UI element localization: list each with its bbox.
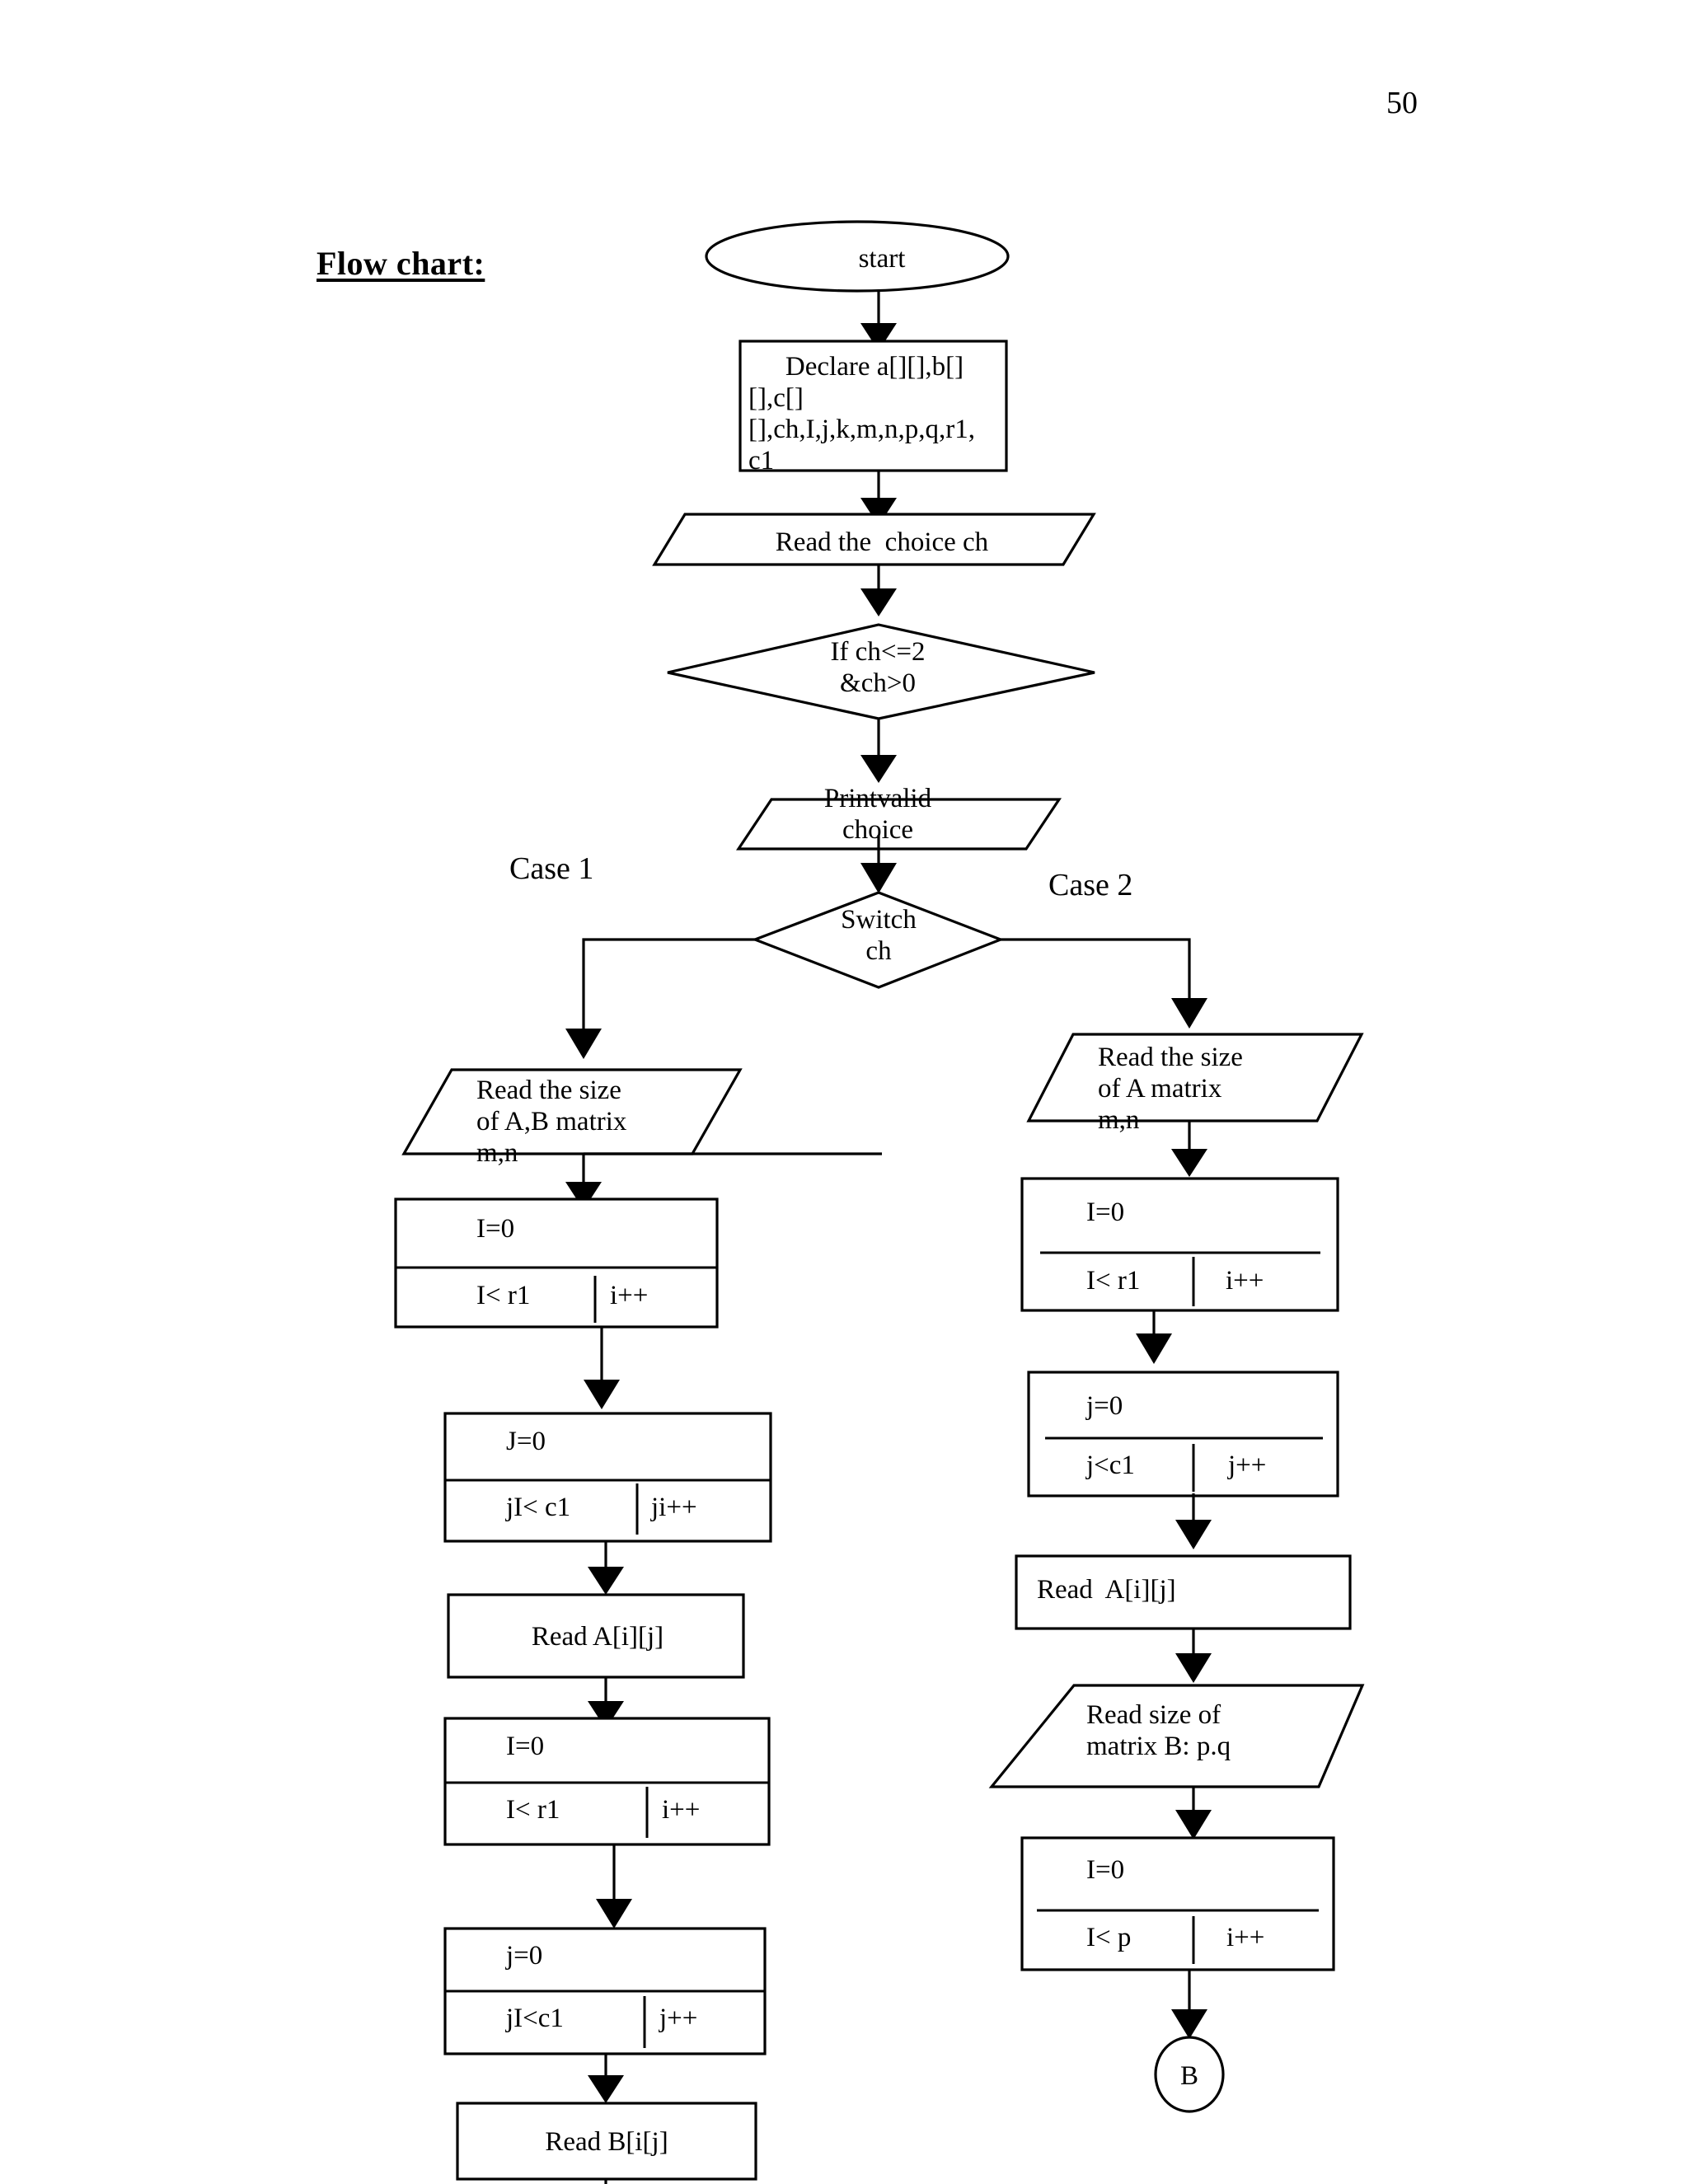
page-title: Flow chart: [316,245,485,282]
arrowhead [565,1182,602,1210]
node-right-loop2-init: j=0 [1086,1391,1123,1421]
node-if-ch-line1: If ch<=2 [830,637,926,667]
node-print-valid-shape [736,798,1062,851]
node-right-loop2-cond: j<c1 [1086,1451,1135,1480]
node-right-read-size-shape [1026,1033,1364,1122]
node-read-choice-shape [652,513,1096,566]
node-left-read-size-line3: m,n [476,1138,518,1168]
node-right-read-size-b-line1: Read size of [1086,1700,1221,1730]
arrowhead [588,2075,624,2103]
arrowhead [588,1567,624,1595]
node-left-loop1-init: I=0 [476,1214,515,1244]
arrowhead [584,1380,620,1409]
arrowhead [860,863,897,893]
node-right-read-size-b-shape [988,1684,1365,1788]
node-left-loop3-step: i++ [662,1795,701,1825]
node-right-loop3-step: i++ [1226,1923,1265,1952]
node-right-read-size-line3: m,n [1098,1105,1140,1135]
arrowhead [860,588,897,616]
node-left-read-b-shape [456,2102,757,2181]
branch-label-case1: Case 1 [509,851,594,886]
node-left-loop4-step: j++ [659,2004,698,2033]
node-right-read-a-shape [1015,1554,1352,1630]
node-right-read-size-b-line2: matrix B: p.q [1086,1732,1231,1761]
branch-label-case2: Case 2 [1048,868,1133,902]
node-right-loop2-step: j++ [1228,1451,1267,1480]
node-declare-line4: c1 [748,446,775,476]
arrowhead [1171,998,1207,1029]
node-right-loop1-step: i++ [1226,1266,1264,1296]
page-number: 50 [1386,86,1418,120]
node-left-read-b-label: Read B[i[j] [545,2127,668,2157]
node-left-read-size-line1: Read the size [476,1076,621,1105]
arrowhead [596,1899,632,1929]
node-left-loop4-cond: jI<c1 [506,2004,564,2033]
node-print-valid-line2: choice [842,815,914,845]
node-left-loop2-init: J=0 [506,1427,546,1456]
arrowhead [1175,1520,1212,1549]
node-left-loop2-cond: jI< c1 [506,1493,571,1522]
node-left-loop2-shape [443,1412,772,1543]
node-left-loop1-cond: I< r1 [476,1281,531,1310]
node-right-read-a-label: Read A[i][j] [1037,1575,1176,1605]
node-right-loop3-shape [1020,1836,1335,1971]
node-declare-shape [738,340,1008,472]
arrowhead [860,323,897,351]
node-print-valid-line1: Printvalid [823,784,932,813]
node-right-loop1-shape [1020,1177,1339,1312]
node-left-loop3-cond: I< r1 [506,1795,560,1825]
arrowhead [860,755,897,783]
node-right-loop3-init: I=0 [1086,1855,1125,1885]
node-switch-ch-line1: Switch [841,905,917,935]
node-connector-b-label: B [1179,2061,1198,2091]
node-right-loop1-cond: I< r1 [1086,1266,1141,1296]
node-left-loop1-step: i++ [610,1281,649,1310]
node-right-loop3-cond: I< p [1086,1923,1132,1952]
node-declare-line2: [],c[] [748,383,804,413]
arrowhead [565,1029,602,1059]
node-switch-ch-shape [751,891,1005,989]
node-if-ch-line2: &ch>0 [840,668,916,698]
node-switch-ch-line2: ch [865,936,892,966]
node-right-read-size-line2: of A matrix [1098,1074,1222,1104]
node-right-read-size-line1: Read the size [1098,1043,1243,1072]
arrowhead [860,498,897,526]
node-connector-b-shape [1154,2036,1225,2113]
node-start-shape [705,220,1010,293]
arrowhead [588,1701,624,1729]
node-declare-line3: [],ch,I,j,k,m,n,p,q,r1, [748,415,975,444]
node-start-label: start [858,244,906,274]
arrowhead [1175,1810,1212,1840]
node-left-read-a-label: Read A[i][j] [531,1622,664,1652]
arrowhead [1175,1653,1212,1683]
arrowhead [1136,1333,1172,1364]
node-read-choice-label: Read the choice ch [775,527,989,557]
node-left-read-a-shape [447,1593,745,1679]
node-left-read-size-line2: of A,B matrix [476,1107,627,1137]
node-declare-line1: Declare a[][],b[] [785,352,964,382]
node-right-loop2-shape [1027,1371,1339,1497]
node-right-loop1-init: I=0 [1086,1197,1125,1227]
node-left-loop2-step: ji++ [651,1493,697,1522]
node-left-loop4-init: j=0 [506,1941,543,1971]
arrowhead [1171,2009,1207,2039]
arrowhead [1171,1149,1207,1177]
node-left-loop3-init: I=0 [506,1732,545,1761]
node-left-loop1-shape [394,1197,719,1329]
